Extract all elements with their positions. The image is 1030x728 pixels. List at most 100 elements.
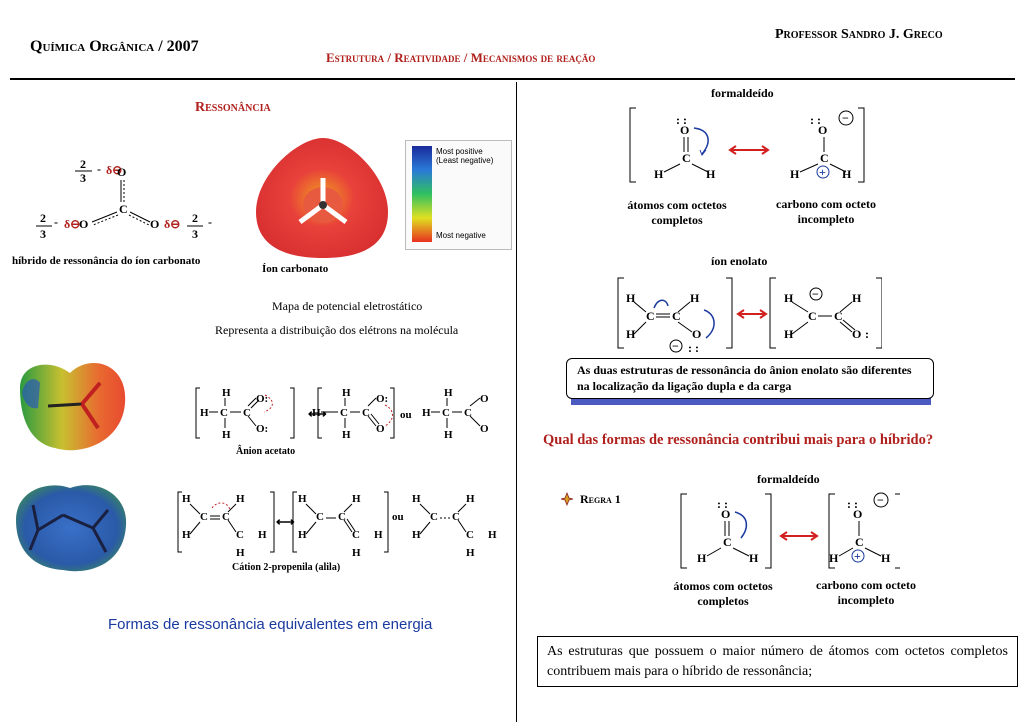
svg-text:H: H [298, 493, 307, 505]
allyl-caption: Cátion 2-propenila (alila) [232, 562, 341, 573]
or-allyl: ou [392, 511, 404, 523]
svg-text:H: H [790, 167, 800, 181]
svg-text:+: + [819, 165, 826, 179]
svg-text:−: − [672, 339, 679, 353]
svg-text:C: C [723, 535, 732, 549]
enolate-note: As duas estruturas de ressonância do âni… [566, 358, 934, 399]
svg-text:H: H [829, 551, 839, 565]
delta-right: δ⊖ [164, 217, 180, 231]
allyl-esp-map [16, 485, 127, 572]
svg-text:C: C [464, 407, 472, 419]
svg-text:C: C [682, 151, 691, 165]
svg-text:C: C [362, 407, 370, 419]
svg-text:H: H [236, 493, 245, 505]
map-subtitle: Representa a distribuição dos elétrons n… [215, 323, 459, 337]
acetate-esp-map [20, 363, 126, 451]
header-divider [10, 78, 1015, 80]
svg-text:+: + [854, 549, 861, 563]
svg-text:−: − [877, 493, 884, 507]
svg-text:: :: : : [847, 497, 858, 511]
topic-title: Estrutura / Reatividade / Mecanismos de … [326, 50, 596, 65]
svg-text:H: H [842, 167, 852, 181]
svg-text:O: O [692, 327, 701, 341]
svg-text:C: C [672, 309, 681, 323]
svg-text:H: H [466, 493, 475, 505]
svg-text:3: 3 [192, 227, 198, 241]
svg-text:H: H [706, 167, 716, 181]
svg-text:C: C [220, 407, 228, 419]
svg-text:O: O [480, 423, 489, 435]
delta-left: δ⊖ [64, 217, 80, 231]
svg-text:C: C [236, 529, 244, 541]
enolate-label: íon enolato [711, 254, 768, 268]
svg-text:H: H [312, 407, 321, 419]
fraction-den: 3 [80, 171, 86, 185]
svg-text:H: H [784, 327, 794, 341]
formaldehyde-label-bottom: formaldeído [757, 472, 820, 486]
svg-text:O:: O: [376, 393, 388, 405]
svg-text:H: H [200, 407, 209, 419]
svg-text:-: - [97, 162, 101, 176]
svg-text:H: H [626, 291, 636, 305]
svg-text:H: H [422, 407, 431, 419]
svg-text:C: C [466, 529, 474, 541]
svg-text:C: C [119, 202, 128, 216]
svg-text:C: C [646, 309, 655, 323]
svg-text:: :: : : [717, 497, 728, 511]
map-title: Mapa de potencial eletrostático [272, 299, 423, 313]
svg-text:H: H [298, 529, 307, 541]
svg-text:H: H [690, 291, 700, 305]
esp-legend-top: Most positive (Least negative) [436, 147, 494, 165]
delta-top: δ⊖ [106, 163, 122, 177]
octet-incomplete-label-bottom: carbono com octeto incompleto [816, 578, 916, 607]
svg-text:H: H [182, 529, 191, 541]
svg-text:H: H [374, 529, 383, 541]
svg-text:H: H [412, 529, 421, 541]
svg-text:H: H [444, 429, 453, 441]
svg-text:H: H [466, 547, 475, 559]
svg-text:O: O [376, 423, 385, 435]
svg-text:-: - [208, 215, 212, 229]
svg-text:H: H [342, 387, 351, 399]
svg-text:H: H [881, 551, 891, 565]
svg-text:C: C [855, 535, 864, 549]
octet-complete-label-bottom: átomos com octetos completos [673, 579, 773, 608]
or-acetate: ou [400, 409, 412, 421]
svg-text:O: O [818, 123, 827, 137]
svg-text:O: O [79, 217, 88, 231]
svg-text:H: H [626, 327, 636, 341]
svg-text:C: C [316, 511, 324, 523]
svg-text:O: O [480, 393, 489, 405]
svg-text:C: C [340, 407, 348, 419]
svg-text:H: H [258, 529, 267, 541]
svg-text:C: C [452, 511, 460, 523]
svg-text:C: C [808, 309, 817, 323]
course-title: Química Orgânica / 2007 [30, 38, 199, 55]
svg-text:H: H [749, 551, 759, 565]
professor-name: Professor Sandro J. Greco [775, 27, 943, 42]
rule-bullet-icon [560, 491, 574, 507]
section-title: Ressonância [195, 100, 271, 115]
esp-color-scale [412, 146, 432, 242]
svg-text:H: H [182, 493, 191, 505]
svg-text:H: H [852, 291, 862, 305]
svg-text:O: O [852, 327, 861, 341]
svg-text:C: C [430, 511, 438, 523]
svg-text:O:: O: [256, 423, 268, 435]
acetate-caption: Ânion acetato [236, 446, 296, 457]
column-divider [516, 82, 517, 722]
svg-text:C: C [222, 511, 230, 523]
octet-complete-label-top: átomos com octetos completos [627, 198, 727, 227]
svg-text:3: 3 [40, 227, 46, 241]
svg-text:C: C [834, 309, 843, 323]
equivalent-forms-note: Formas de ressonância equivalentes em en… [108, 616, 433, 633]
svg-text:H: H [784, 291, 794, 305]
svg-text:O:: O: [256, 393, 268, 405]
fraction-num: 2 [80, 157, 86, 171]
svg-text:C: C [200, 511, 208, 523]
